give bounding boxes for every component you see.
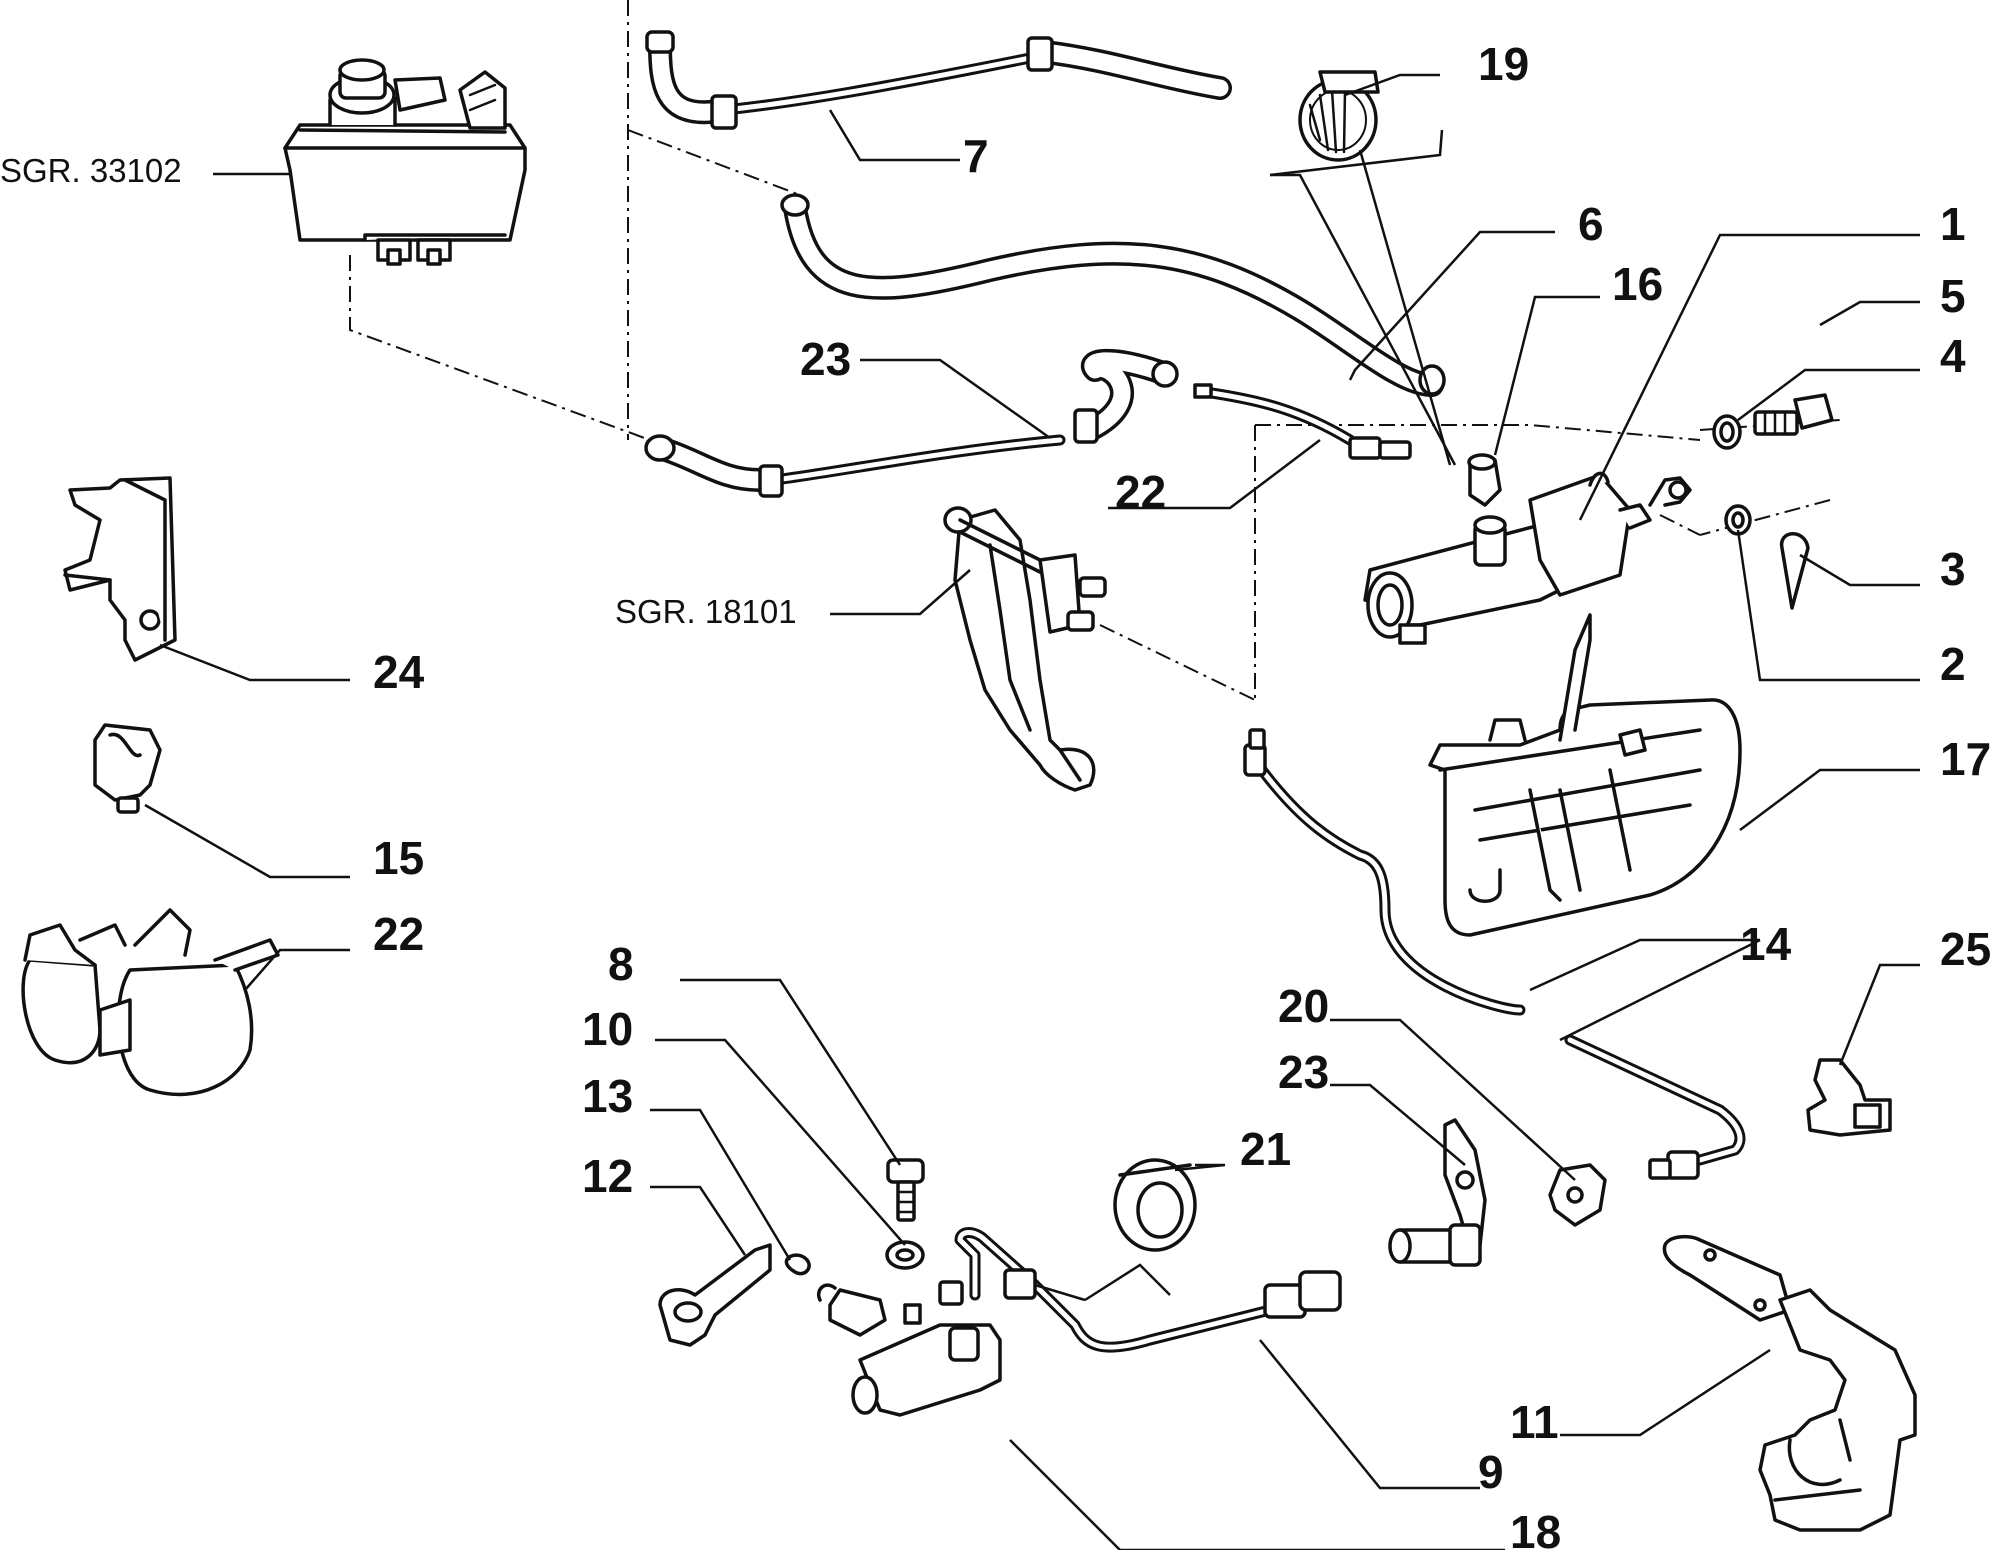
callout-23b: 23 [1278, 1046, 1329, 1098]
part-8-bolt [886, 1158, 925, 1222]
callout-22b: 22 [373, 908, 424, 960]
part-17-cover [1428, 613, 1742, 937]
part-3-split-pin [1779, 532, 1810, 610]
callout-20: 20 [1278, 980, 1329, 1032]
callout-7: 7 [963, 130, 989, 182]
reservoir-reference-label: SGR. 33102 [0, 152, 182, 189]
pedal-reference-label: SGR. 18101 [615, 593, 797, 630]
part-1-master-cylinder [1363, 471, 1692, 645]
part-7-hose [645, 30, 1232, 130]
part-6-hose [780, 193, 1446, 397]
part-12-lever [658, 1243, 772, 1347]
callout-13: 13 [582, 1070, 633, 1122]
callout-numbers: 19 7 6 1 16 5 23 4 22 3 24 2 17 15 22 14… [373, 38, 1991, 1550]
part-23-hose [644, 348, 1179, 498]
part-20-clip [1548, 1163, 1607, 1227]
callout-24: 24 [373, 646, 425, 698]
connector-fitting [1388, 1223, 1482, 1267]
part-25-clip [1806, 1058, 1892, 1137]
callout-10: 10 [582, 1003, 633, 1055]
clutch-pedal [943, 506, 1107, 792]
callout-22a: 22 [1115, 466, 1166, 518]
part-15-grommet [93, 723, 162, 814]
part-13-circlip [784, 1253, 811, 1276]
callout-15: 15 [373, 832, 424, 884]
callout-5: 5 [1940, 270, 1966, 322]
callout-14: 14 [1740, 918, 1792, 970]
callout-23a: 23 [800, 333, 851, 385]
callout-17: 17 [1940, 733, 1991, 785]
callout-4: 4 [1940, 330, 1966, 382]
callout-9: 9 [1478, 1446, 1504, 1498]
leader-lines [144, 73, 1920, 1550]
part-24-bracket [63, 476, 177, 662]
part-10-washer [885, 1240, 925, 1270]
callout-19: 19 [1478, 38, 1529, 90]
part-16-elbow-fitting [1467, 453, 1502, 507]
part-11-bracket [1662, 1234, 1917, 1532]
callout-6: 6 [1578, 198, 1604, 250]
part-22-double-clip [21, 908, 280, 1097]
callout-2: 2 [1940, 638, 1966, 690]
part-4-bolt [1753, 393, 1834, 436]
callout-1: 1 [1940, 198, 1966, 250]
callout-3: 3 [1940, 543, 1966, 595]
part-19-hose-clamp [1298, 70, 1380, 162]
callout-11: 11 [1510, 1396, 1559, 1448]
part-23-bracket [1443, 1118, 1487, 1252]
callout-16: 16 [1612, 258, 1663, 310]
callout-12: 12 [582, 1150, 633, 1202]
part-14-pipe [1243, 728, 1746, 1180]
callout-25: 25 [1940, 923, 1991, 975]
callout-8: 8 [608, 938, 634, 990]
assembly-dash-lines [349, 0, 1841, 701]
part-5-washer [1712, 414, 1742, 450]
fluid-reservoir [283, 58, 527, 266]
part-9-pipe [938, 1227, 1342, 1353]
callout-21: 21 [1240, 1123, 1291, 1175]
part-18-slave-cylinder [817, 1283, 1002, 1417]
part-2-bush [1724, 504, 1752, 536]
part-21-rubber-ring [1113, 1158, 1197, 1252]
part-22-pipe [1193, 383, 1412, 460]
callout-18: 18 [1510, 1506, 1561, 1550]
